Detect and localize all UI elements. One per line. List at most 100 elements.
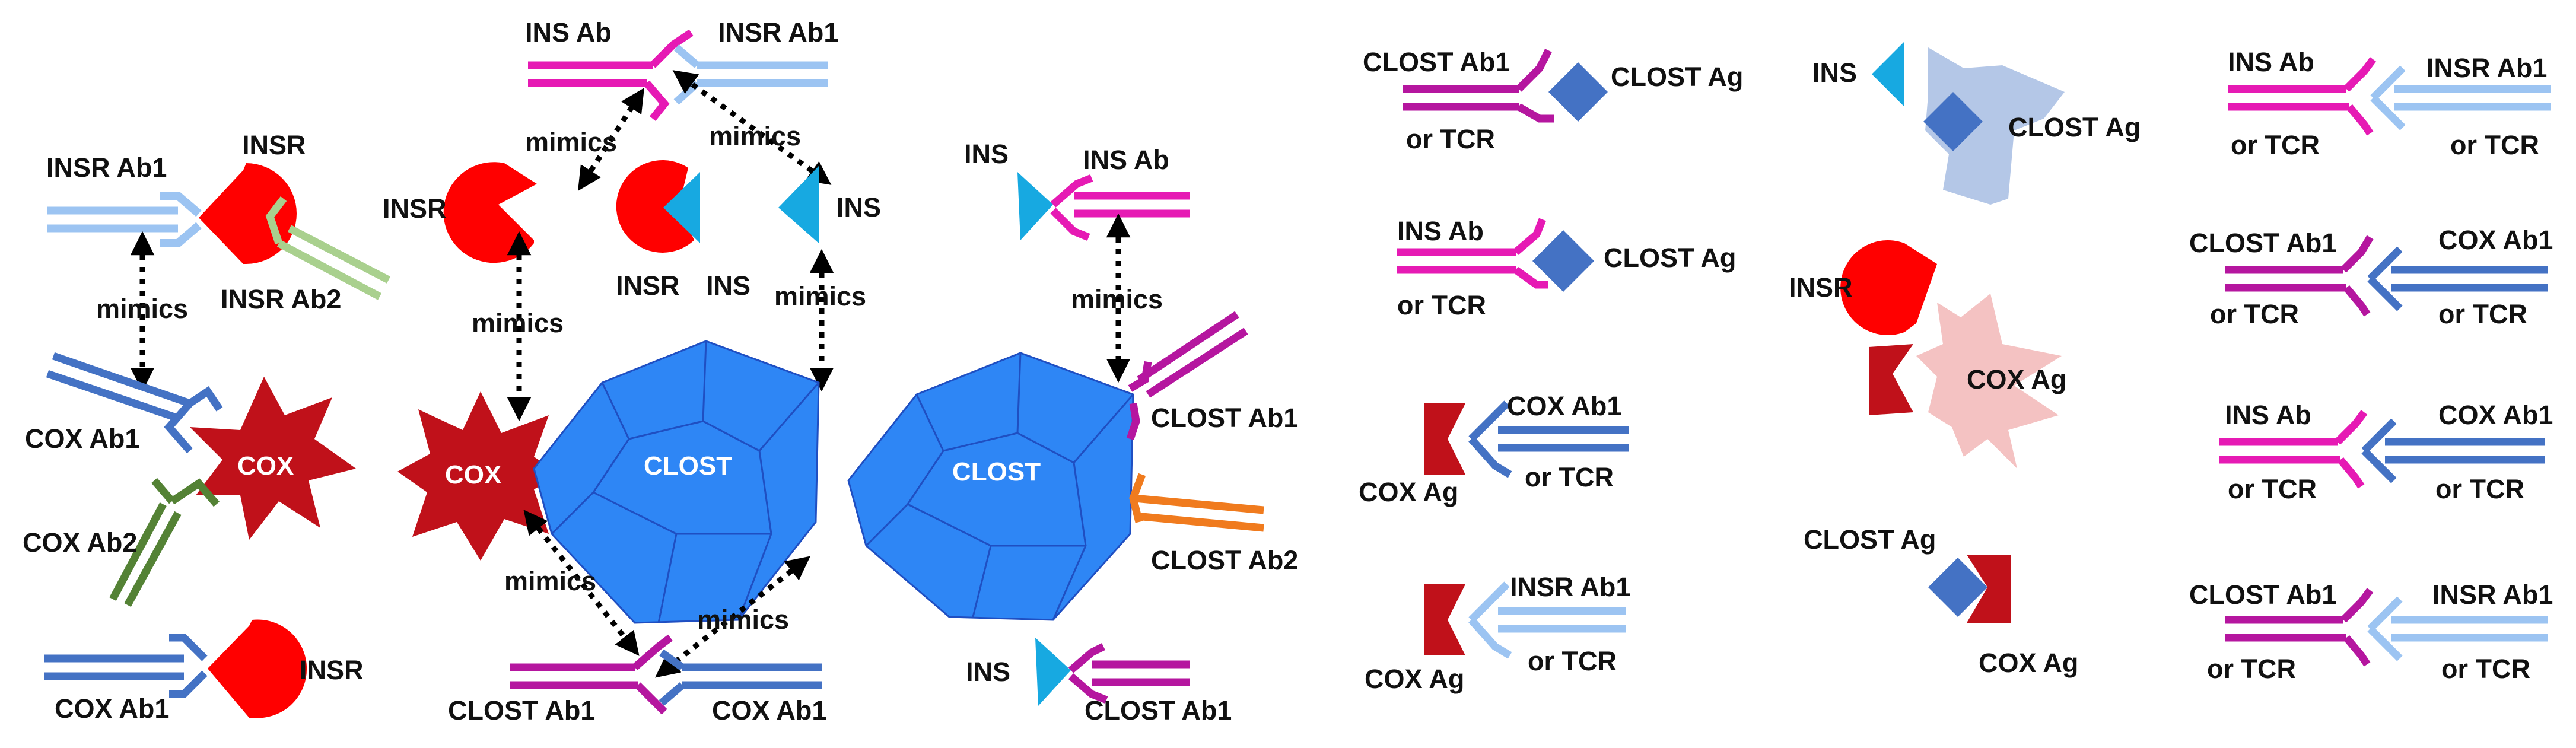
label-mimics-tl: mimics [525, 127, 617, 157]
label-f-r3-sub-l: or TCR [2228, 474, 2317, 504]
clost-ab2-antibody-c [1129, 473, 1264, 532]
insr-ab2-antibody [265, 196, 391, 300]
label-mimics-c: mimics [1071, 284, 1163, 314]
label-clost-ag-e: CLOST Ag [1804, 524, 1936, 555]
label-f-r2-right: COX Ab1 [2438, 225, 2553, 255]
label-mimics-bl: mimics [504, 566, 596, 596]
label-cox-ab2: COX Ab2 [23, 527, 137, 558]
label-f-r4-sub-l: or TCR [2207, 654, 2296, 684]
label-d-r2-sub: or TCR [1397, 290, 1486, 320]
clost-ag-diamond-e2 [1928, 558, 1987, 617]
f-r3-cox-ab1 [2361, 418, 2545, 483]
label-clost-ab1-c-bottom: CLOST Ab1 [1085, 695, 1232, 725]
label-f-r1-right: INSR Ab1 [2426, 53, 2547, 83]
cox-ag-receptor-e2 [1967, 555, 2011, 623]
ins-ab-antibody-c [1050, 174, 1190, 241]
ins-ab-tcr-r2 [1397, 218, 1548, 289]
f-r2-cox-ab1 [2367, 246, 2548, 311]
label-ins-e: INS [1812, 58, 1857, 88]
cox-antigen [190, 377, 356, 540]
label-ins-b: INS [837, 192, 881, 222]
f-r4-insr-ab1 [2367, 596, 2548, 661]
f-r1-insr-ab1 [2370, 65, 2551, 130]
cox-ag-receptor-e [1916, 294, 2062, 469]
label-mimics-a: mimics [96, 294, 188, 324]
clost-ag-r1 [1548, 62, 1608, 122]
insr-receptor-pair [616, 160, 694, 253]
panel-f: INS Ab INSR Ab1 or TCR or TCR CLOST Ab1 … [2189, 47, 2553, 684]
label-insr-e: INSR [1789, 272, 1853, 303]
panel-d: CLOST Ab1 or TCR CLOST Ag INS Ab or TCR … [1359, 47, 1743, 694]
clost-ag-diamond-e [1923, 92, 1983, 151]
label-cox: COX [237, 451, 294, 480]
label-cox-ab1-bottom: COX Ab1 [55, 693, 169, 724]
cox-ab1-antibody-bottom [44, 634, 208, 698]
label-cox-ab1: COX Ab1 [25, 424, 139, 454]
cox-antigen-b [397, 391, 561, 561]
clost-ag-r2 [1532, 230, 1594, 292]
label-cox-ab1-b: COX Ab1 [712, 695, 826, 725]
insr-receptor-b [443, 162, 537, 263]
panel-b: INS Ab INSR Ab1 mimics mimics INSR INSR … [383, 17, 881, 725]
f-r2-clost-ab1 [2225, 235, 2374, 317]
label-d-r4-left: COX Ag [1365, 664, 1464, 694]
panel-a: INSR Ab1 INSR INSR Ab2 mimics COX COX Ab… [23, 130, 391, 724]
label-d-r4-right: INSR Ab1 [1510, 572, 1630, 602]
label-f-r3-right: COX Ab1 [2438, 400, 2553, 430]
label-mimics-l: mimics [472, 308, 564, 338]
insr-receptor [199, 163, 297, 264]
ins-ligand-c-top [1017, 172, 1053, 240]
label-f-r1-sub-r: or TCR [2450, 130, 2539, 160]
label-f-r4-sub-r: or TCR [2441, 654, 2530, 684]
clost-microbe-c [847, 352, 1134, 621]
label-f-r1-sub-l: or TCR [2231, 130, 2320, 160]
label-d-r2-left: INS Ab [1397, 216, 1484, 246]
label-d-r1-sub: or TCR [1406, 124, 1495, 154]
mimics-arrow-br [655, 556, 810, 678]
label-clost-ab1-b: CLOST Ab1 [448, 695, 595, 725]
clost-ag-receptor-e [1925, 47, 2065, 205]
insr-receptor-bottom [208, 619, 307, 718]
panel-e: INS CLOST Ag INSR COX Ag CLOST Ag COX Ag [1789, 42, 2141, 678]
mimics-arrow-bl [523, 510, 640, 656]
label-clost-ab2-c: CLOST Ab2 [1151, 545, 1298, 575]
label-f-r1-left: INS Ab [2228, 47, 2314, 77]
label-mimics-r: mimics [774, 281, 866, 311]
clost-ab1-tcr-r1 [1403, 49, 1554, 123]
label-mimics-br: mimics [697, 604, 789, 635]
label-clost-b: CLOST [644, 451, 732, 480]
label-cox-ag-e: COX Ag [1967, 364, 2066, 394]
label-d-r1-left: CLOST Ab1 [1363, 47, 1510, 77]
label-f-r3-sub-r: or TCR [2435, 474, 2524, 504]
cox-ab1-tcr-r3 [1468, 400, 1629, 478]
f-r3-ins-ab [2219, 410, 2368, 489]
label-f-r2-left: CLOST Ab1 [2189, 228, 2336, 258]
insr-ab1-antibody-top [673, 44, 828, 105]
label-d-r1-right: CLOST Ag [1611, 62, 1743, 92]
label-d-r2-right: CLOST Ag [1604, 243, 1736, 273]
label-ins-c: INS [964, 139, 1009, 169]
ins-ligand-c-bottom [1035, 638, 1071, 706]
label-insr-ab1: INSR Ab1 [46, 152, 167, 183]
panel-c: INS INS Ab mimics CLOST CLOST Ab1 CLOST … [847, 139, 1298, 725]
label-cox-ag-e-bottom: COX Ag [1979, 648, 2078, 678]
label-mimics-tr: mimics [709, 121, 801, 151]
cox-ag-e [1869, 344, 1913, 415]
cox-ab1-antibody-top [46, 352, 223, 454]
label-ins-ab-top: INS Ab [525, 17, 612, 47]
insr-ab1-antibody [47, 192, 202, 247]
label-f-r4-right: INSR Ab1 [2432, 580, 2553, 610]
cox-ab1-antibody-b [659, 649, 822, 706]
label-f-r2-sub-r: or TCR [2438, 299, 2527, 329]
label-f-r2-sub-l: or TCR [2210, 299, 2299, 329]
insr-ab1-tcr-r4 [1468, 581, 1626, 659]
mimics-arrow-tl [578, 87, 644, 192]
cox-ag-r3 [1424, 403, 1465, 475]
cox-ag-r4 [1424, 584, 1465, 655]
ins-ligand-b [778, 166, 819, 243]
label-d-r4-sub: or TCR [1528, 646, 1617, 676]
label-f-r3-left: INS Ab [2225, 400, 2311, 430]
ins-ligand-pair [663, 172, 700, 243]
